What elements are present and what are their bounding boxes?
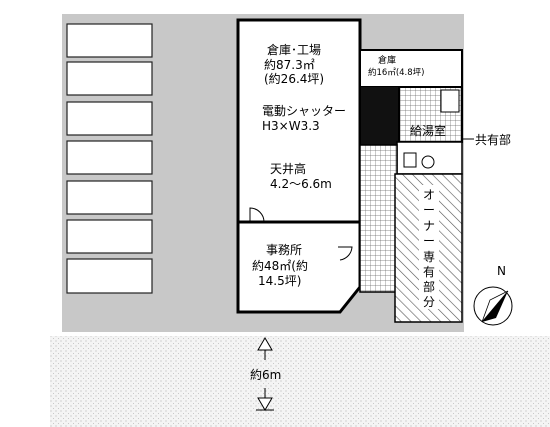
owner-char: ー [423,203,435,217]
road [50,336,550,427]
parking-space [66,180,153,215]
north-label: N [497,264,506,278]
small-warehouse-room [359,49,463,88]
owner-char: 部 [423,279,435,294]
owner-char: ナ [423,219,435,233]
ceiling-label: 天井高 [270,161,306,176]
office-room [236,220,362,314]
parking-space [66,140,153,175]
owner-char: ー [423,234,435,248]
owner-char: 有 [423,265,435,279]
office-area-line2: 14.5坪) [258,274,301,288]
wc-box [403,152,417,168]
toilet [421,155,435,169]
owner-char: 専 [423,250,435,264]
office-title: 事務所 [266,243,302,257]
parking-space [66,101,153,136]
stair-core [361,87,399,145]
owner-area-label: オ ー ナ ー 専 有 部 分 [423,188,435,309]
small-warehouse-area: 約16㎡(4.8坪) [368,67,424,78]
shutter-label: 電動シャッター [262,104,346,118]
corridor [359,144,398,293]
parking-space [66,61,153,96]
north-compass-icon [473,286,513,326]
warehouse-door [249,207,265,223]
parking-space [66,219,153,254]
owner-label-bg [419,185,439,309]
kitchenette-label: 給湯室 [410,123,446,138]
road-width-dimension [256,337,274,411]
office-area-line1: 約48㎡(約 [252,258,308,273]
warehouse-title: 倉庫･工場 [267,42,321,57]
shutter-size: H3×W3.3 [262,119,320,133]
parking-spaces [66,23,153,294]
owner-char: オ [423,188,435,202]
warehouse-area-sqm: 約87.3㎡ [264,57,315,72]
owner-char: 分 [423,295,435,309]
building [236,18,463,323]
common-area-label: 共有部 [475,132,511,147]
ceiling-value: 4.2～6.6m [270,177,332,191]
warehouse-factory-room [236,18,362,224]
parking-space [66,23,153,58]
parking-space [66,258,153,294]
office-door [338,246,353,261]
small-warehouse-title: 倉庫 [378,54,396,66]
warehouse-area-tsubo: (約26.4坪) [264,71,324,86]
sink [440,89,460,113]
road-width-label: 約6m [250,367,281,382]
